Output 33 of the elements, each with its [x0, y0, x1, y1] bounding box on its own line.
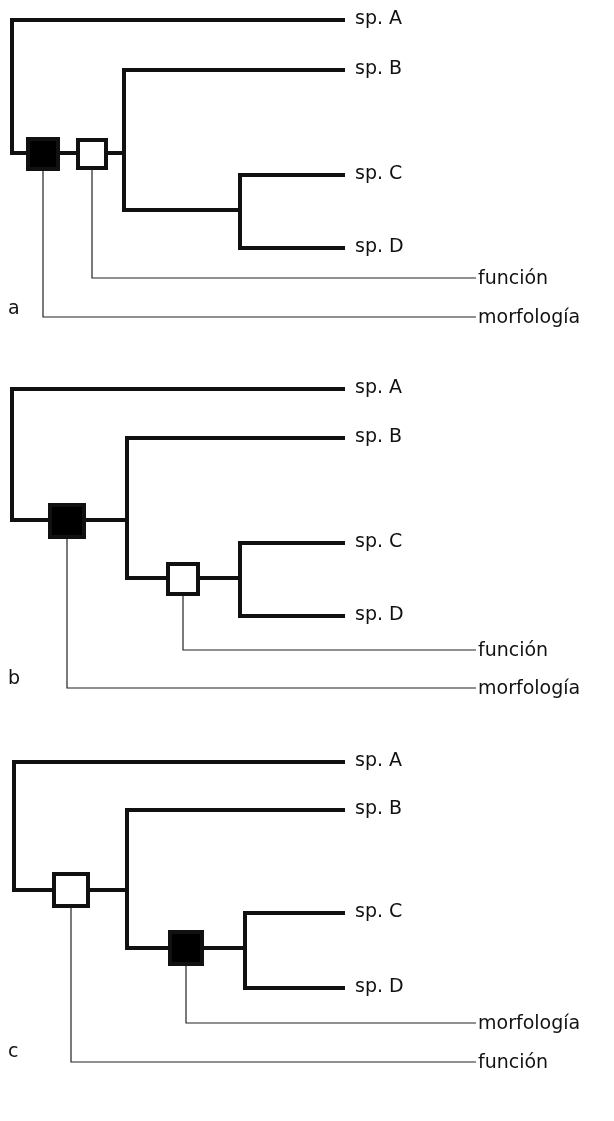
- species-label: sp. B: [355, 796, 403, 819]
- panel-letter: b: [8, 666, 21, 689]
- open-character-square: [166, 562, 200, 596]
- species-label: sp. C: [355, 161, 403, 184]
- character-label: morfología: [478, 676, 581, 699]
- filled-character-square: [26, 137, 60, 171]
- filled-character-square: [48, 503, 86, 539]
- open-character-square: [52, 872, 90, 908]
- species-label: sp. C: [355, 899, 403, 922]
- species-label: sp. C: [355, 529, 403, 552]
- character-label: función: [478, 638, 549, 661]
- panel-letter: c: [8, 1039, 19, 1062]
- species-label: sp. B: [355, 424, 403, 447]
- leader-line: [42, 170, 477, 318]
- leader-line: [182, 595, 477, 651]
- species-label: sp. D: [355, 234, 404, 257]
- leader-line: [70, 907, 477, 1063]
- panel-letter: a: [8, 296, 20, 319]
- character-label: morfología: [478, 1011, 581, 1034]
- species-label: sp. B: [355, 56, 403, 79]
- species-label: sp. A: [355, 375, 403, 398]
- species-label: sp. A: [355, 748, 403, 771]
- filled-character-square: [168, 930, 204, 966]
- leader-line: [185, 965, 477, 1024]
- species-label: sp. D: [355, 602, 404, 625]
- leader-line: [91, 169, 477, 279]
- species-label: sp. A: [355, 6, 403, 29]
- open-character-square: [76, 138, 108, 170]
- character-label: función: [478, 266, 549, 289]
- character-label: función: [478, 1050, 549, 1073]
- character-label: morfología: [478, 305, 581, 328]
- leader-line: [66, 538, 477, 689]
- species-label: sp. D: [355, 974, 404, 997]
